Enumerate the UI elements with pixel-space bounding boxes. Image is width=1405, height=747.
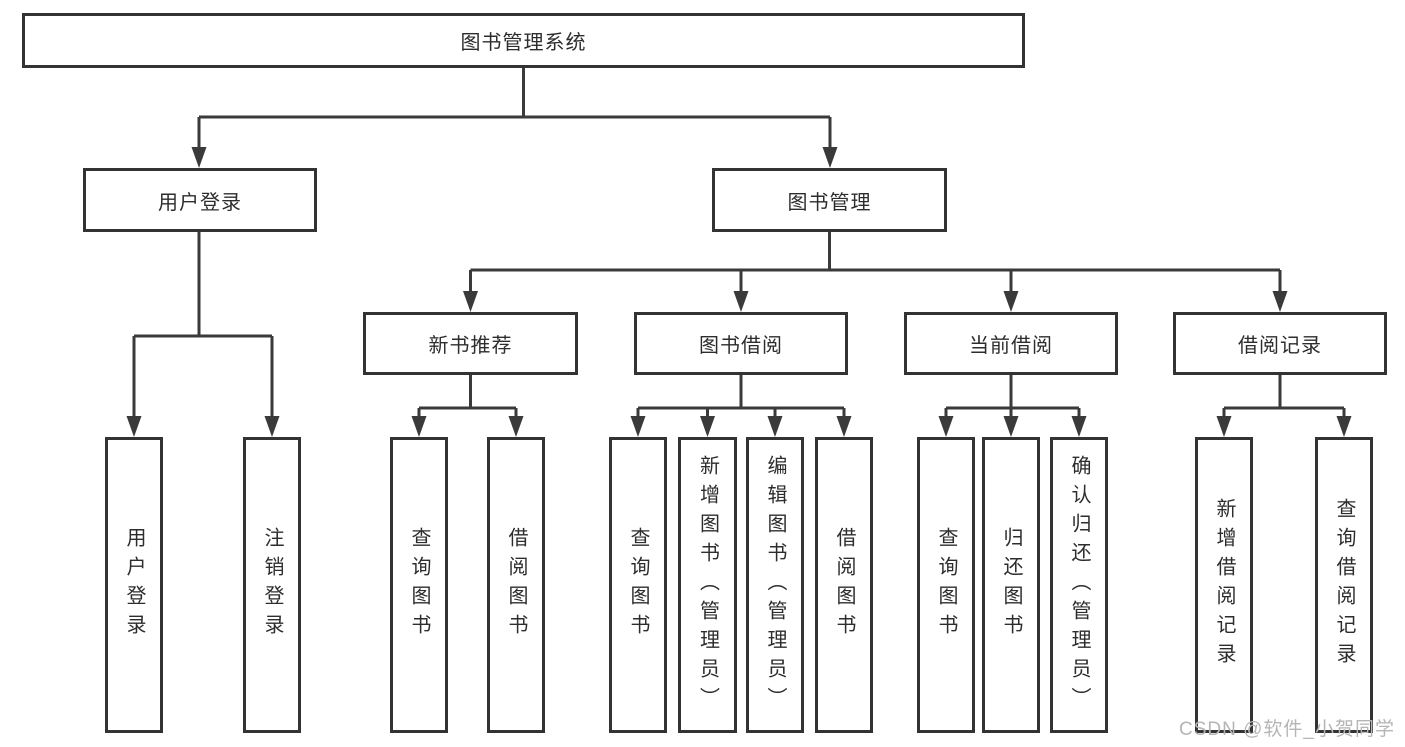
connector-group-1	[417, 375, 518, 421]
leaf-nbr-query-books: 查询图书	[390, 437, 448, 733]
arrowhead-icon	[463, 291, 478, 312]
connector-user-login	[132, 232, 274, 421]
leaf-br-query-record-label: 查询借阅记录	[1333, 498, 1355, 672]
leaf-bb-add-books-admin: 新增图书（管理员）	[678, 437, 737, 733]
connector-group-4	[1222, 375, 1346, 421]
arrowhead-icon	[767, 416, 783, 437]
leaf-nbr-borrow-books-label: 借阅图书	[505, 527, 527, 643]
leaf-cb-query-books: 查询图书	[917, 437, 975, 733]
node-book-borrowing: 图书借阅	[634, 312, 848, 375]
csdn-watermark: CSDN @软件_小贺同学	[1179, 719, 1395, 740]
connector-root	[197, 68, 832, 152]
arrowhead-icon	[630, 416, 646, 437]
arrowhead-icon	[508, 416, 524, 437]
node-current-borrowing: 当前借阅	[904, 312, 1118, 375]
leaf-logout: 注销登录	[243, 437, 301, 733]
leaf-cb-confirm-return-admin: 确认归还（管理员）	[1050, 437, 1108, 733]
leaf-cb-query-books-label: 查询图书	[935, 527, 957, 643]
node-root-label: 图书管理系统	[460, 32, 587, 54]
leaf-cb-return-books-label: 归还图书	[1000, 527, 1022, 643]
leaf-br-query-record: 查询借阅记录	[1315, 437, 1373, 733]
leaf-bb-edit-books-admin-label: 编辑图书（管理员）	[764, 454, 786, 716]
arrowhead-icon	[191, 147, 207, 168]
node-user-login: 用户登录	[83, 168, 317, 232]
node-book-management-label: 图书管理	[787, 191, 872, 214]
arrowhead-icon	[733, 291, 749, 312]
node-book-borrowing-label: 图书借阅	[699, 335, 783, 357]
node-new-book-recommendation-label: 新书推荐	[428, 335, 513, 357]
connector-book-mgmt	[469, 232, 1282, 296]
node-borrowing-records-label: 借阅记录	[1238, 335, 1322, 357]
arrowhead-icon	[1003, 291, 1019, 312]
node-new-book-recommendation: 新书推荐	[363, 312, 578, 375]
leaf-bb-borrow-books: 借阅图书	[815, 437, 873, 733]
leaf-br-add-record: 新增借阅记录	[1195, 437, 1253, 733]
leaf-nbr-query-books-label: 查询图书	[408, 527, 430, 643]
leaf-bb-query-books-label: 查询图书	[627, 527, 649, 643]
connector-group-3	[944, 375, 1081, 421]
leaf-bb-query-books: 查询图书	[609, 437, 667, 733]
arrowhead-icon	[1272, 291, 1288, 312]
node-borrowing-records: 借阅记录	[1173, 312, 1387, 375]
arrowhead-icon	[938, 416, 954, 437]
arrowhead-icon	[126, 416, 142, 437]
arrowhead-icon	[1336, 416, 1352, 437]
leaf-bb-borrow-books-label: 借阅图书	[833, 527, 855, 643]
arrowhead-icon	[1003, 416, 1019, 437]
arrowhead-icon	[700, 416, 715, 437]
leaf-logout-label: 注销登录	[261, 527, 283, 643]
leaf-user-login-label: 用户登录	[123, 527, 145, 643]
arrowhead-icon	[264, 416, 280, 437]
node-user-login-label: 用户登录	[158, 191, 242, 214]
leaf-nbr-borrow-books: 借阅图书	[487, 437, 545, 733]
leaf-br-add-record-label: 新增借阅记录	[1213, 498, 1235, 672]
node-root: 图书管理系统	[22, 13, 1025, 68]
leaf-bb-edit-books-admin: 编辑图书（管理员）	[746, 437, 804, 733]
arrowhead-icon	[836, 416, 852, 437]
arrowhead-icon	[1071, 416, 1087, 437]
connector-group-2	[636, 375, 846, 421]
leaf-cb-confirm-return-admin-label: 确认归还（管理员）	[1068, 454, 1090, 716]
leaf-user-login: 用户登录	[105, 437, 163, 733]
leaf-cb-return-books: 归还图书	[982, 437, 1040, 733]
arrowhead-icon	[1216, 416, 1232, 437]
node-book-management: 图书管理	[712, 168, 947, 232]
leaf-bb-add-books-admin-label: 新增图书（管理员）	[696, 454, 719, 716]
arrowhead-icon	[411, 416, 427, 437]
node-current-borrowing-label: 当前借阅	[969, 335, 1053, 357]
arrowhead-icon	[822, 147, 838, 168]
